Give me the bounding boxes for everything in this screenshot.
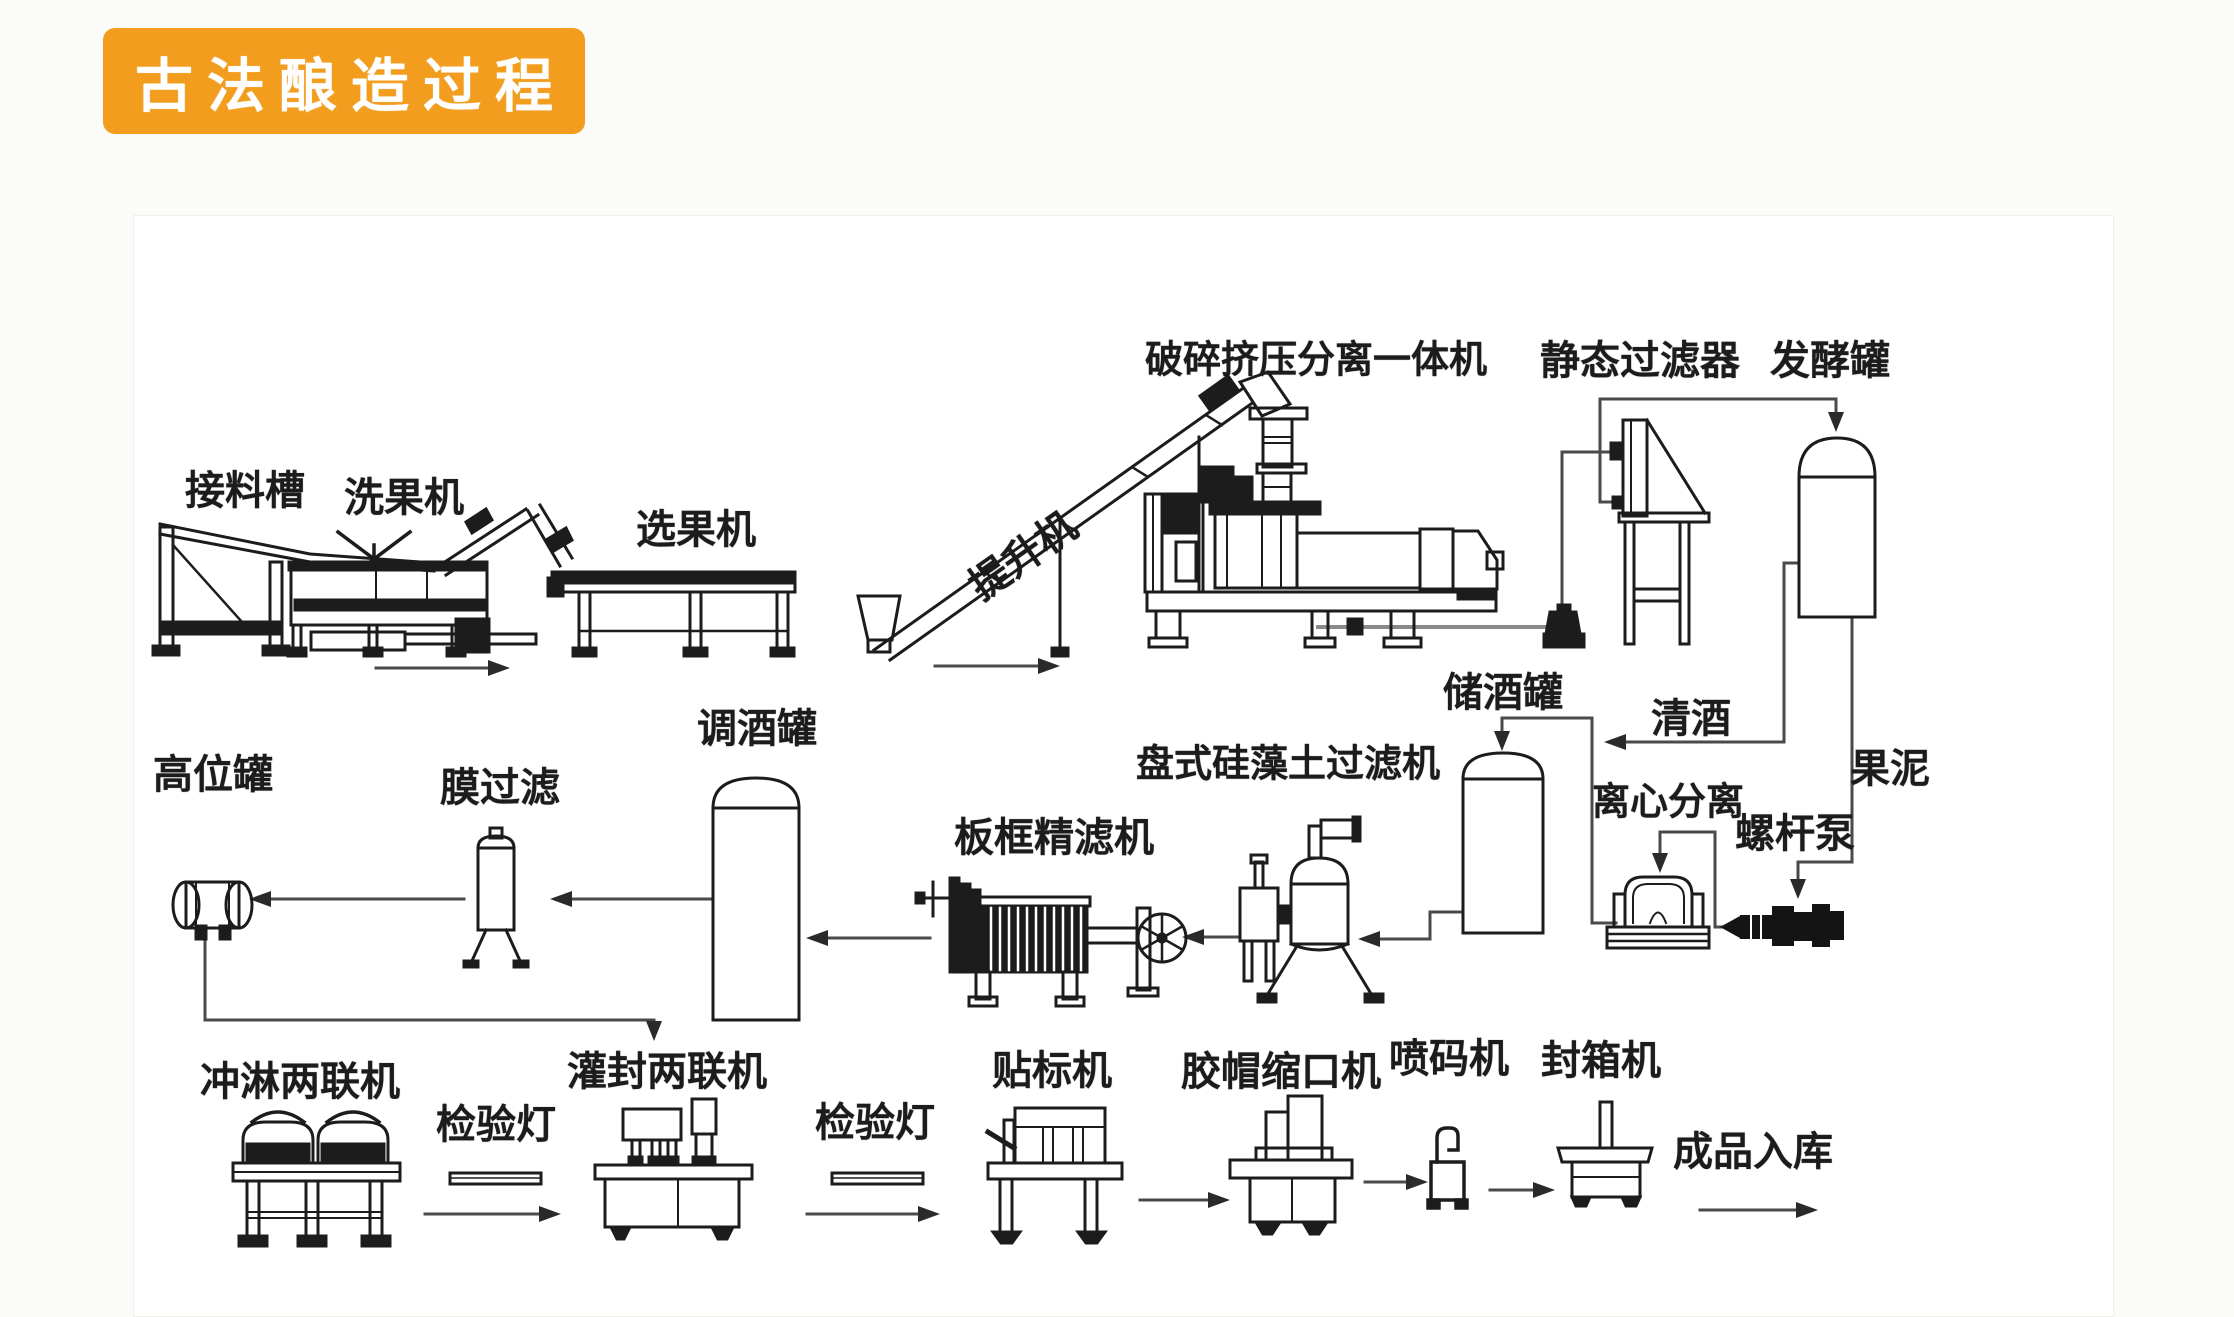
static-filter-drawing: [1609, 417, 1711, 646]
carton-sealer-drawing: [1556, 1100, 1654, 1208]
plate-frame-filter-drawing: [914, 876, 1188, 1008]
label-clear-wine: 清酒: [1651, 697, 1731, 741]
label-diatomite-disc-filter: 盘式硅藻土过滤机: [1135, 743, 1441, 786]
wine-storage-tank-drawing: [1461, 751, 1545, 935]
label-carton-sealer: 封箱机: [1541, 1039, 1661, 1083]
transfer-pump-drawing: [1542, 603, 1586, 649]
label-cap-shrinking-machine: 胶帽缩口机: [1181, 1050, 1381, 1094]
page: 古法酿造过程: [103, 28, 2114, 1317]
inspection-lamp-2-drawing: [830, 1171, 925, 1186]
blending-tank-drawing: [711, 776, 801, 1022]
page-title: 古法酿造过程: [134, 54, 567, 119]
centrifuge-drawing: [1605, 875, 1711, 950]
filling-capping-duplex-drawing: [593, 1097, 754, 1241]
label-inspection-lamp-1: 检验灯: [436, 1103, 556, 1147]
label-inkjet-coder: 喷码机: [1389, 1037, 1509, 1081]
fruit-washer-drawing: [286, 502, 575, 658]
label-static-filter: 静态过滤器: [1540, 339, 1740, 383]
diatomite-filter-drawing: [1238, 815, 1385, 1004]
crusher-press-separator-drawing: [1143, 406, 1505, 649]
label-finished-to-warehouse: 成品入库: [1673, 1130, 1833, 1174]
elevator-drawing: [856, 370, 1293, 663]
inspection-lamp-1-drawing: [448, 1171, 543, 1186]
label-filling-capping-duplex: 灌封两联机: [567, 1050, 767, 1094]
fermentation-tank-drawing: [1797, 436, 1877, 619]
label-membrane-filter: 膜过滤: [440, 766, 560, 810]
rinsing-duplex-drawing: [231, 1110, 402, 1248]
screw-pump-drawing: [1720, 904, 1844, 947]
label-crusher-press-separator: 破碎挤压分离一体机: [1144, 339, 1488, 382]
label-high-level-tank: 高位罐: [153, 753, 273, 797]
label-receiving-trough: 接料槽: [185, 469, 305, 513]
process-diagram: [151, 370, 1877, 1248]
cap-shrinking-machine-drawing: [1228, 1094, 1354, 1236]
inkjet-coder-drawing: [1426, 1126, 1469, 1210]
label-fruit-sorter: 选果机: [636, 508, 756, 552]
title-badge: 古法酿造过程: [103, 28, 585, 134]
label-centrifugal-separation: 离心分离: [1591, 781, 1745, 824]
label-plate-frame-filter: 板框精滤机: [954, 816, 1154, 860]
label-fruit-washer: 洗果机: [344, 476, 464, 520]
label-inspection-lamp-2: 检验灯: [815, 1101, 935, 1145]
label-fruit-puree: 果泥: [1850, 747, 1930, 791]
high-level-tank-drawing: [171, 880, 254, 941]
flow-arrowheads: [249, 412, 1844, 1222]
label-rinsing-duplex: 冲淋两联机: [200, 1060, 400, 1104]
label-wine-storage-tank: 储酒罐: [1443, 671, 1563, 715]
label-screw-pump: 螺杆泵: [1735, 812, 1855, 856]
fruit-sorter-drawing: [546, 570, 797, 658]
label-labeling-machine: 贴标机: [992, 1049, 1112, 1093]
membrane-filter-drawing: [462, 826, 530, 969]
label-fermentation-tank: 发酵罐: [1770, 339, 1890, 383]
receiving-trough-drawing: [151, 522, 436, 657]
labeling-machine-drawing: [984, 1106, 1124, 1245]
label-blending-tank: 调酒罐: [697, 707, 817, 751]
